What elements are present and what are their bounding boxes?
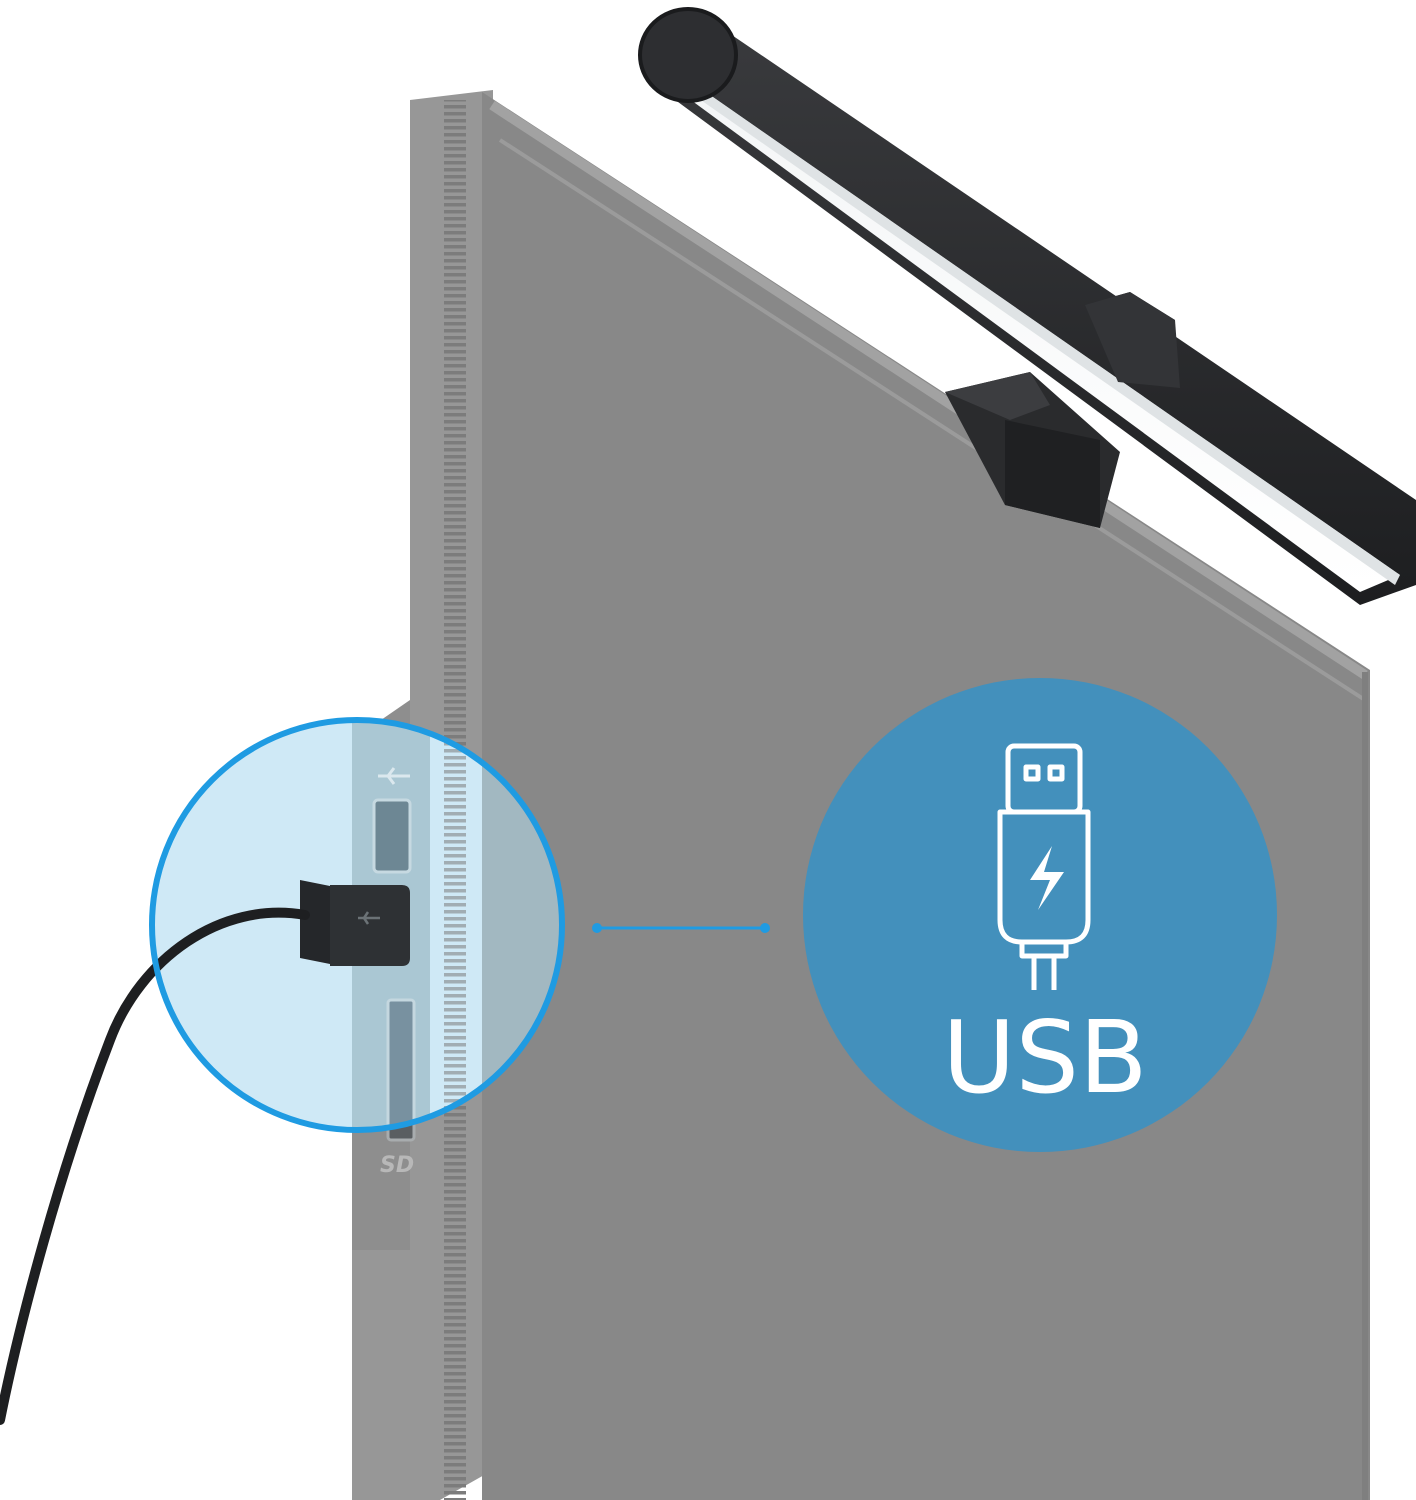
usb-trident-icon	[358, 911, 380, 925]
usb-charging-plug-icon	[997, 743, 1091, 990]
sd-logo: SD	[380, 1153, 414, 1178]
callout-connector	[592, 923, 770, 933]
lamp-collar	[1085, 292, 1180, 388]
lamp-end-cap	[638, 7, 738, 103]
monitor-bezel-edge	[489, 100, 1368, 680]
callout-magnifier	[0, 717, 565, 1425]
usb-plug	[300, 880, 410, 966]
lamp-led-strip	[680, 88, 1400, 592]
light-bar-lamp	[638, 7, 1416, 605]
usb-badge-circle	[803, 678, 1277, 1152]
usb-cable	[0, 907, 310, 1425]
usb-badge: USB	[803, 678, 1277, 1152]
usb-badge-label: USB	[942, 999, 1147, 1116]
callout-ring	[149, 717, 565, 1133]
